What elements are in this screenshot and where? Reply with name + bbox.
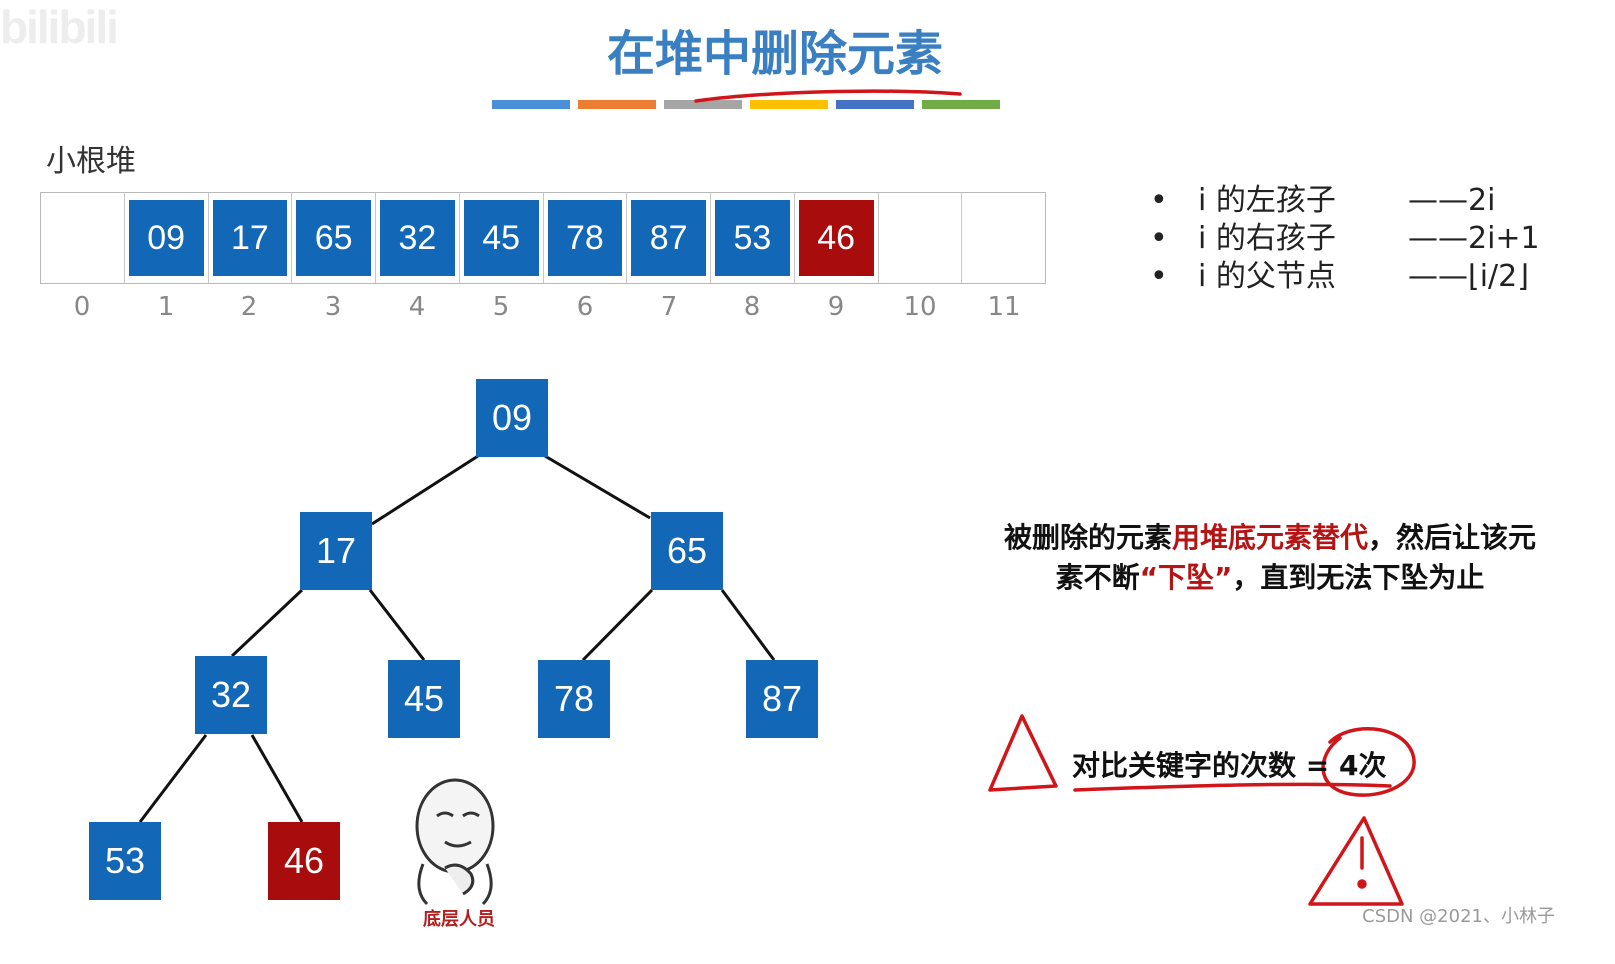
title-bar-segment-2 (578, 100, 656, 109)
title-bar-segment-4 (750, 100, 828, 109)
array-value-9: 46 (798, 200, 874, 276)
array-index-4: 4 (408, 292, 426, 322)
array-value-1: 09 (128, 200, 204, 276)
meme-face-icon (415, 778, 495, 906)
array-index-3: 3 (324, 292, 342, 322)
array-value-7: 87 (631, 200, 706, 276)
formula-row-parent: • i 的父节点 ——⌊i/2⌋ (1150, 258, 1540, 296)
array-cell-9: 46 (795, 193, 879, 283)
array-cell-10 (879, 193, 963, 283)
tree-node-7: 87 (746, 660, 818, 738)
tree-edge (368, 589, 426, 661)
tree-node-8: 53 (89, 822, 161, 900)
description-part-5: ，直到无法下坠为止 (1232, 561, 1485, 594)
title-bar-segment-3 (664, 100, 742, 109)
array-value-0 (45, 200, 120, 276)
array-cell-2: 17 (209, 193, 293, 283)
array-index-1: 1 (157, 292, 175, 322)
formula-value: ——2i (1408, 183, 1496, 218)
array-value-6: 78 (547, 200, 623, 276)
index-formulas: • i 的左孩子 ——2i • i 的右孩子 ——2i+1 • i 的父节点 —… (1150, 182, 1540, 296)
tree-node-2: 17 (300, 512, 372, 590)
array-cell-0 (41, 193, 125, 283)
bilibili-watermark: bilibili (0, 1, 119, 53)
tree-node-6: 78 (538, 660, 610, 738)
array-index-11: 11 (987, 292, 1021, 322)
formula-value: ——2i+1 (1408, 221, 1540, 256)
array-value-2: 17 (212, 200, 288, 276)
array-index-5: 5 (492, 292, 510, 322)
meme-caption: 底层人员 (423, 909, 495, 930)
formula-label: i 的父节点 (1198, 259, 1336, 294)
bullet-icon: • (1150, 221, 1168, 256)
tree-edge (581, 588, 654, 662)
array-index-8: 8 (743, 292, 761, 322)
compare-count-text: 对比关键字的次数 = 4次 (1072, 749, 1387, 782)
bullet-icon: • (1150, 183, 1168, 218)
array-cell-5: 45 (460, 193, 544, 283)
array-index-2: 2 (240, 292, 258, 322)
heap-type-label: 小根堆 (46, 144, 136, 179)
tree-edge (544, 454, 651, 520)
title-bar-segment-6 (922, 100, 1000, 109)
array-value-10 (883, 200, 958, 276)
tree-node-5: 45 (388, 660, 460, 738)
compare-underline-stroke (1073, 782, 1392, 792)
array-value-3: 65 (296, 200, 371, 276)
array-index-0: 0 (73, 292, 91, 322)
tree-edge (138, 734, 208, 823)
array-index-9: 9 (827, 292, 845, 322)
tree-node-9: 46 (268, 822, 340, 900)
heap-array: 09 17 65 32 45 78 87 53 46 (40, 192, 1046, 284)
tree-node-3: 65 (651, 512, 723, 590)
formula-row-left-child: • i 的左孩子 ——2i (1150, 182, 1540, 220)
array-index-6: 6 (576, 292, 594, 322)
array-cell-7: 87 (627, 193, 711, 283)
array-cell-6: 78 (544, 193, 628, 283)
exclamation-dot-icon (1357, 879, 1367, 889)
bullet-icon: • (1150, 259, 1168, 294)
tree-edge (720, 589, 776, 661)
page-title: 在堆中删除元素 (606, 26, 943, 82)
description-highlight-1: 用堆底元素替代 (1171, 521, 1368, 554)
description-part-1: 被删除的元素 (1003, 521, 1172, 554)
warning-triangle-right-icon (1308, 816, 1404, 906)
array-cell-11 (962, 193, 1045, 283)
array-cell-4: 32 (376, 193, 460, 283)
array-value-8: 53 (715, 200, 790, 276)
formula-label: i 的左孩子 (1198, 183, 1336, 218)
description-part-3: ，然后让该元素不断 (1055, 521, 1537, 594)
csdn-watermark: CSDN @2021、小林子 (1362, 906, 1555, 927)
warning-triangle-left-icon (988, 714, 1058, 792)
array-value-11 (966, 200, 1041, 276)
array-index-7: 7 (660, 292, 678, 322)
tree-node-1: 09 (476, 379, 548, 457)
array-value-5: 45 (463, 200, 539, 276)
array-cell-3: 65 (292, 193, 376, 283)
meme-sticker: 底层人员 (393, 768, 525, 933)
title-bar-segment-1 (492, 100, 570, 109)
formula-row-right-child: • i 的右孩子 ——2i+1 (1150, 220, 1540, 258)
array-index-10: 10 (903, 292, 937, 322)
tree-node-4: 32 (195, 656, 267, 734)
array-cell-8: 53 (711, 193, 795, 283)
array-cell-1: 09 (125, 193, 209, 283)
tree-edge (250, 734, 304, 823)
deletion-description: 被删除的元素用堆底元素替代，然后让该元素不断“下坠”，直到无法下坠为止 (990, 518, 1550, 598)
description-highlight-2: “下坠” (1139, 561, 1233, 594)
title-bar-segment-5 (836, 100, 914, 109)
formula-label: i 的右孩子 (1198, 221, 1336, 256)
formula-value: ——⌊i/2⌋ (1408, 259, 1529, 294)
tree-edge (230, 588, 304, 658)
tree-edge (371, 454, 479, 526)
array-value-4: 32 (380, 200, 455, 276)
